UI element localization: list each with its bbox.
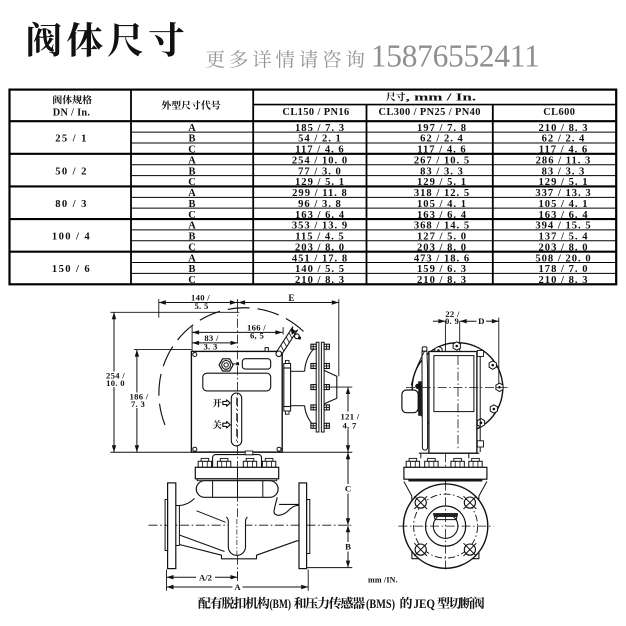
svg-text:210 / 8. 3: 210 / 8. 3	[295, 275, 345, 286]
svg-text:B: B	[189, 166, 196, 177]
svg-text:394 / 15. 5: 394 / 15. 5	[535, 221, 591, 232]
svg-text:62 / 2. 4: 62 / 2. 4	[542, 134, 586, 145]
svg-text:A: A	[188, 155, 196, 166]
svg-text:267 / 10. 5: 267 / 10. 5	[414, 155, 470, 166]
svg-text:3. 3: 3. 3	[203, 342, 217, 352]
svg-text:210 / 8. 3: 210 / 8. 3	[538, 123, 588, 134]
svg-text:C: C	[188, 145, 196, 156]
svg-text:CL600: CL600	[543, 107, 575, 118]
svg-text:166 /: 166 /	[247, 322, 266, 332]
svg-text:185 / 7. 3: 185 / 7. 3	[295, 123, 345, 134]
svg-text:6, 5: 6, 5	[250, 331, 264, 341]
svg-text:mm /IN.: mm /IN.	[368, 576, 398, 585]
svg-text:(BM): (BM)	[270, 597, 292, 611]
svg-text:83 /: 83 /	[204, 333, 219, 343]
svg-text:80 / 3: 80 / 3	[55, 199, 88, 210]
svg-text:368 / 14. 5: 368 / 14. 5	[414, 221, 470, 232]
svg-text:A: A	[188, 188, 196, 199]
svg-text:A: A	[188, 221, 196, 232]
svg-text:451 / 17. 8: 451 / 17. 8	[292, 253, 348, 264]
svg-text:203 / 8. 0: 203 / 8. 0	[417, 242, 467, 253]
svg-text:473 / 18. 6: 473 / 18. 6	[414, 253, 470, 264]
svg-text:508 / 20. 0: 508 / 20. 0	[535, 253, 591, 264]
svg-text:163 / 6. 4: 163 / 6. 4	[538, 210, 588, 221]
svg-text:A: A	[188, 253, 196, 264]
svg-text:10. 0: 10. 0	[106, 378, 125, 388]
svg-text:JEQ: JEQ	[414, 597, 436, 611]
svg-text:105 / 4. 1: 105 / 4. 1	[538, 199, 588, 210]
svg-text:117 / 4. 6: 117 / 4. 6	[417, 145, 466, 156]
svg-text:337 / 13. 3: 337 / 13. 3	[535, 188, 591, 199]
svg-text:197 / 7. 8: 197 / 7. 8	[417, 123, 467, 134]
svg-text:5. 5: 5. 5	[194, 301, 208, 311]
svg-text:163 / 6. 4: 163 / 6. 4	[295, 210, 345, 221]
svg-text:7. 3: 7. 3	[131, 399, 145, 409]
svg-text:25 / 1: 25 / 1	[55, 134, 88, 145]
svg-text:178 / 7. 0: 178 / 7. 0	[538, 264, 588, 275]
svg-text:203 / 8. 0: 203 / 8. 0	[295, 242, 345, 253]
svg-text:50 / 2: 50 / 2	[55, 166, 88, 177]
svg-text:B: B	[189, 232, 196, 243]
svg-text:127 / 5. 0: 127 / 5. 0	[417, 232, 467, 243]
svg-text:54 / 2. 1: 54 / 2. 1	[298, 134, 342, 145]
svg-text:C: C	[188, 242, 196, 253]
svg-text:159 / 6. 3: 159 / 6. 3	[417, 264, 467, 275]
svg-text:B: B	[189, 264, 196, 275]
svg-text:318 / 12. 5: 318 / 12. 5	[414, 188, 470, 199]
svg-text:137 / 5. 4: 137 / 5. 4	[538, 232, 588, 243]
svg-text:A: A	[188, 123, 196, 134]
svg-text:15876552411: 15876552411	[371, 39, 540, 74]
svg-text:254 / 10. 0: 254 / 10. 0	[292, 155, 348, 166]
svg-text:210 / 8. 3: 210 / 8. 3	[538, 275, 588, 286]
svg-text:129 / 5. 1: 129 / 5. 1	[538, 177, 588, 188]
svg-text:77 / 3. 0: 77 / 3. 0	[298, 166, 342, 177]
svg-text:353 / 13. 9: 353 / 13. 9	[292, 221, 348, 232]
svg-text:CL300 / PN25 / PN40: CL300 / PN25 / PN40	[379, 107, 481, 118]
svg-text:A/2: A/2	[199, 572, 212, 582]
svg-text:, mm / In.: , mm / In.	[406, 92, 477, 103]
svg-text:C: C	[188, 275, 196, 286]
svg-text:0. 9: 0. 9	[445, 316, 459, 326]
svg-text:96 / 3. 8: 96 / 3. 8	[298, 199, 342, 210]
svg-text:129 / 5. 1: 129 / 5. 1	[417, 177, 467, 188]
svg-text:150 / 6: 150 / 6	[52, 264, 91, 275]
svg-text:CL150 / PN16: CL150 / PN16	[282, 107, 349, 118]
svg-text:254 /: 254 /	[106, 371, 125, 381]
svg-text:(BMS): (BMS)	[366, 597, 395, 611]
svg-text:4, 7: 4, 7	[342, 421, 356, 431]
svg-text:140 / 5. 5: 140 / 5. 5	[295, 264, 345, 275]
svg-text:DN / In.: DN / In.	[53, 108, 91, 119]
svg-text:286 / 11. 3: 286 / 11. 3	[536, 155, 592, 166]
svg-text:D: D	[478, 316, 484, 326]
svg-text:A: A	[234, 582, 241, 592]
svg-text:62 / 2. 4: 62 / 2. 4	[420, 134, 464, 145]
svg-text:E: E	[288, 293, 294, 303]
svg-text:100 / 4: 100 / 4	[52, 232, 91, 243]
svg-text:163 / 6. 4: 163 / 6. 4	[417, 210, 467, 221]
svg-text:83 / 3. 3: 83 / 3. 3	[420, 166, 464, 177]
svg-text:203 / 8. 0: 203 / 8. 0	[538, 242, 588, 253]
svg-text:83 / 3. 3: 83 / 3. 3	[542, 166, 586, 177]
svg-text:140 /: 140 /	[191, 293, 210, 303]
svg-text:C: C	[188, 177, 196, 188]
svg-text:115 / 4. 5: 115 / 4. 5	[295, 232, 344, 243]
svg-text:B: B	[189, 134, 196, 145]
svg-text:299 / 11. 8: 299 / 11. 8	[292, 188, 348, 199]
svg-text:117 / 4. 6: 117 / 4. 6	[539, 145, 588, 156]
svg-text:129 / 5. 1: 129 / 5. 1	[295, 177, 345, 188]
svg-text:C: C	[345, 484, 351, 494]
svg-text:210 / 8. 3: 210 / 8. 3	[417, 275, 467, 286]
svg-text:C: C	[188, 210, 196, 221]
svg-text:186 /: 186 /	[130, 392, 149, 402]
svg-text:105 / 4. 1: 105 / 4. 1	[417, 199, 467, 210]
svg-text:22 /: 22 /	[445, 309, 460, 319]
svg-text:B: B	[345, 542, 351, 552]
svg-text:117 / 4. 6: 117 / 4. 6	[295, 145, 344, 156]
svg-text:121 /: 121 /	[341, 411, 360, 421]
svg-text:B: B	[189, 199, 196, 210]
